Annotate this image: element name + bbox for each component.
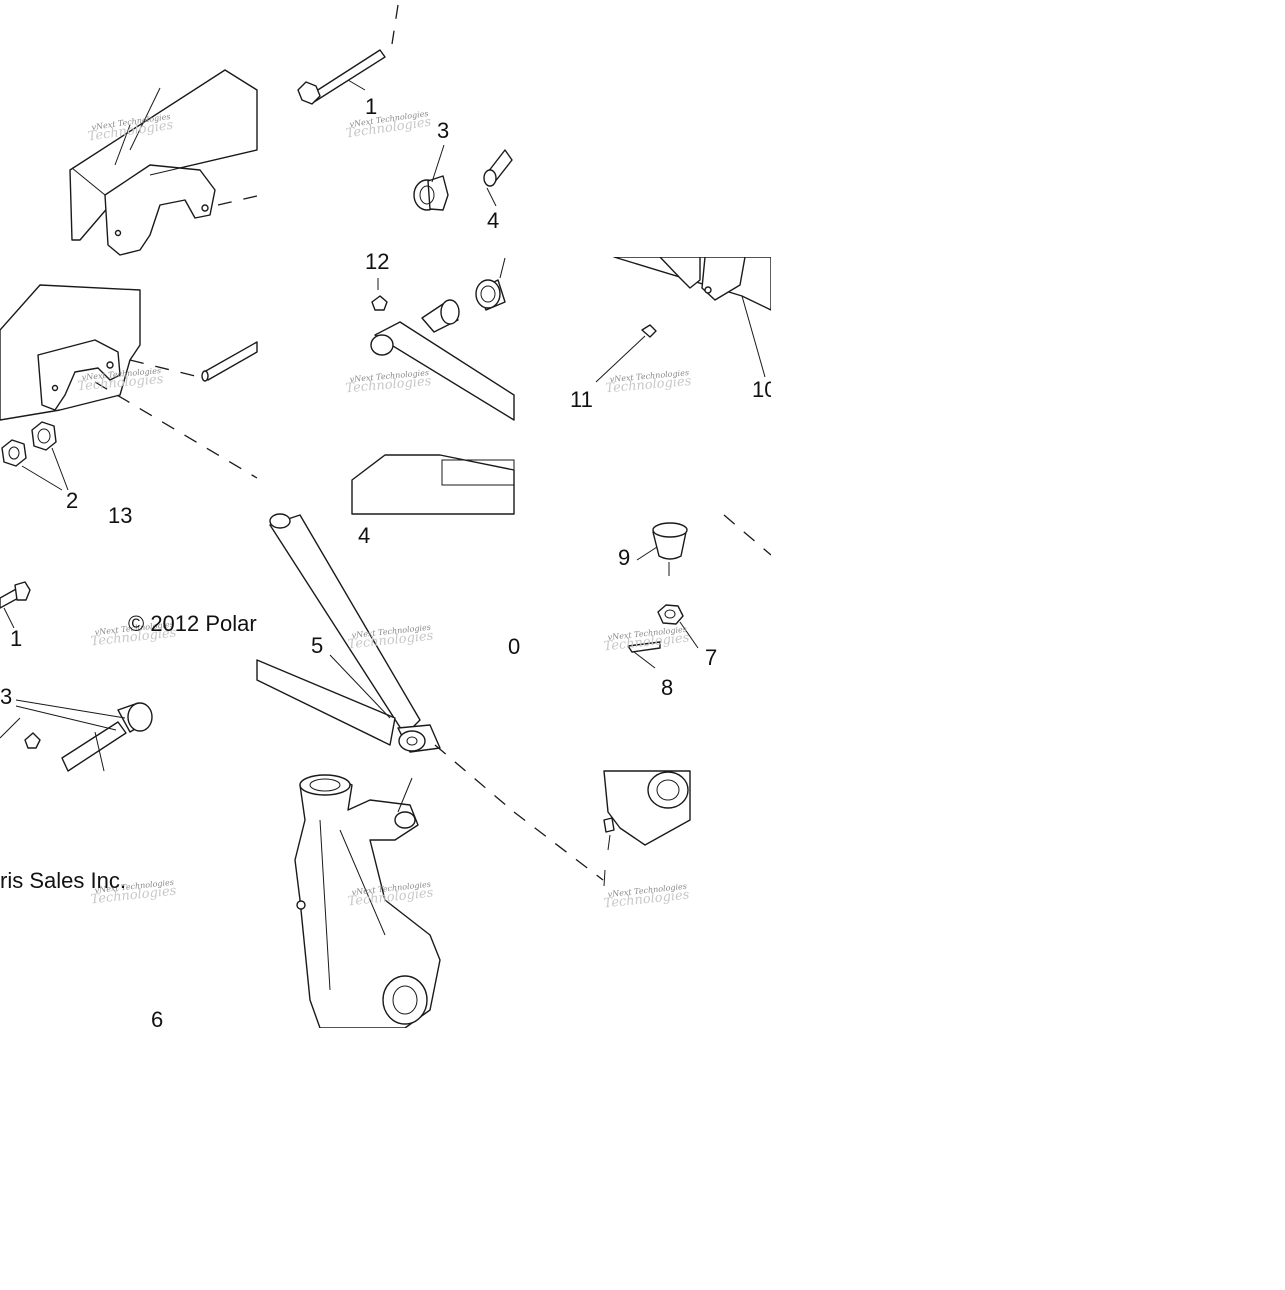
sleeve-icon-2	[201, 341, 258, 382]
a-arm-icon-2	[256, 513, 441, 753]
cotter-pin-icon	[627, 641, 661, 653]
callout-5: 5	[311, 633, 323, 658]
callout-6: 6	[151, 1007, 163, 1032]
bolt-icon	[297, 49, 386, 105]
svg-text:Technologies: Technologies	[345, 374, 432, 396]
watermark: Technologies vNext Technologies	[345, 109, 433, 142]
callout-11: 11	[570, 387, 593, 412]
callout-13: 13	[108, 503, 132, 528]
frame-bracket-icon	[69, 69, 258, 256]
grease-fitting-icon	[371, 295, 388, 311]
copyright-right: ris Sales Inc.	[0, 868, 126, 893]
watermark: Technologies vNext Technologies	[603, 882, 690, 912]
callout-4: 4	[487, 208, 499, 233]
bushing-icon	[413, 175, 449, 211]
copyright-left: © 2012 Polar	[128, 611, 257, 636]
watermark: Technologies vNext Technologies	[605, 368, 692, 396]
callout-1-left: 1	[10, 626, 22, 651]
spindle-fragment-icon	[603, 770, 691, 846]
bolt-icon-3	[0, 581, 31, 609]
callout-3-left: 3	[0, 684, 12, 709]
a-arm-icon	[370, 321, 515, 421]
callout-7: 7	[705, 645, 717, 670]
callout-2: 2	[66, 488, 78, 513]
svg-text:Technologies: Technologies	[605, 374, 692, 396]
callout-3: 3	[437, 118, 449, 143]
skid-plate-icon	[613, 256, 772, 311]
sleeve-icon	[483, 149, 513, 187]
callout-8: 8	[661, 675, 673, 700]
callout-12: 12	[365, 249, 389, 274]
frame-bracket-icon-2	[0, 284, 141, 421]
blank-tile-top-right	[514, 0, 771, 257]
bushing-icon-2	[421, 279, 506, 333]
svg-text:Technologies: Technologies	[77, 372, 164, 394]
bolt-icon-2	[641, 324, 657, 338]
nut-icon	[1, 421, 57, 467]
watermark: Technologies vNext Technologies	[345, 368, 432, 396]
spindle-icon	[294, 774, 441, 1029]
cap-icon	[652, 522, 688, 560]
blank-area-bottom	[0, 1028, 1285, 1285]
callout-4-mid: 4	[358, 523, 370, 548]
callout-0-partial: 0	[508, 634, 520, 659]
grease-fitting-icon-2	[24, 732, 41, 749]
watermark: Technologies vNext Technologies	[603, 625, 690, 655]
callout-9: 9	[618, 545, 630, 570]
bushing-icon-3	[61, 702, 153, 772]
nut-icon-2	[657, 604, 684, 625]
callout-1: 1	[365, 94, 377, 119]
logo-plate-icon	[351, 454, 515, 515]
